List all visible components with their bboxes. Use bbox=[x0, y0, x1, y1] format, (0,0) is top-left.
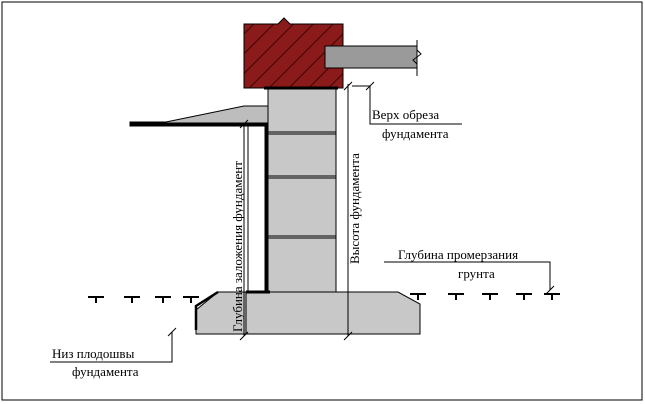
slab-break-mark bbox=[412, 40, 422, 76]
label-top-of-foundation-2: фундамента bbox=[382, 126, 449, 141]
leader-base-bottom bbox=[50, 332, 173, 363]
leader-tick bbox=[365, 81, 375, 91]
dimension-tick bbox=[239, 331, 249, 341]
footing-left-bevel bbox=[194, 290, 219, 330]
label-frost-depth-2: грунта bbox=[458, 266, 495, 281]
leader-tick bbox=[545, 285, 555, 295]
label-foundation-height: Высота фундамента bbox=[347, 153, 362, 264]
floor-slab bbox=[324, 45, 418, 69]
leader-tick bbox=[167, 327, 177, 337]
brick-wall bbox=[243, 17, 344, 89]
dimension-tick bbox=[343, 81, 353, 91]
leader-frost-depth bbox=[384, 261, 551, 290]
foundation-wall bbox=[267, 87, 337, 293]
dimension-tick bbox=[343, 331, 353, 341]
leader-top-of-foundation bbox=[352, 85, 462, 125]
blind-area bbox=[129, 105, 269, 127]
label-base-bottom-2: фундамента bbox=[72, 364, 139, 379]
label-top-of-foundation-1: Верх обреза bbox=[372, 107, 439, 122]
label-frost-depth-1: Глубина промерзания bbox=[398, 247, 518, 262]
label-base-bottom-1: Низ плодошвы bbox=[52, 346, 135, 361]
dimension-tick bbox=[239, 119, 249, 129]
label-foundation-depth: Глубина заложения фундамент bbox=[230, 161, 245, 332]
